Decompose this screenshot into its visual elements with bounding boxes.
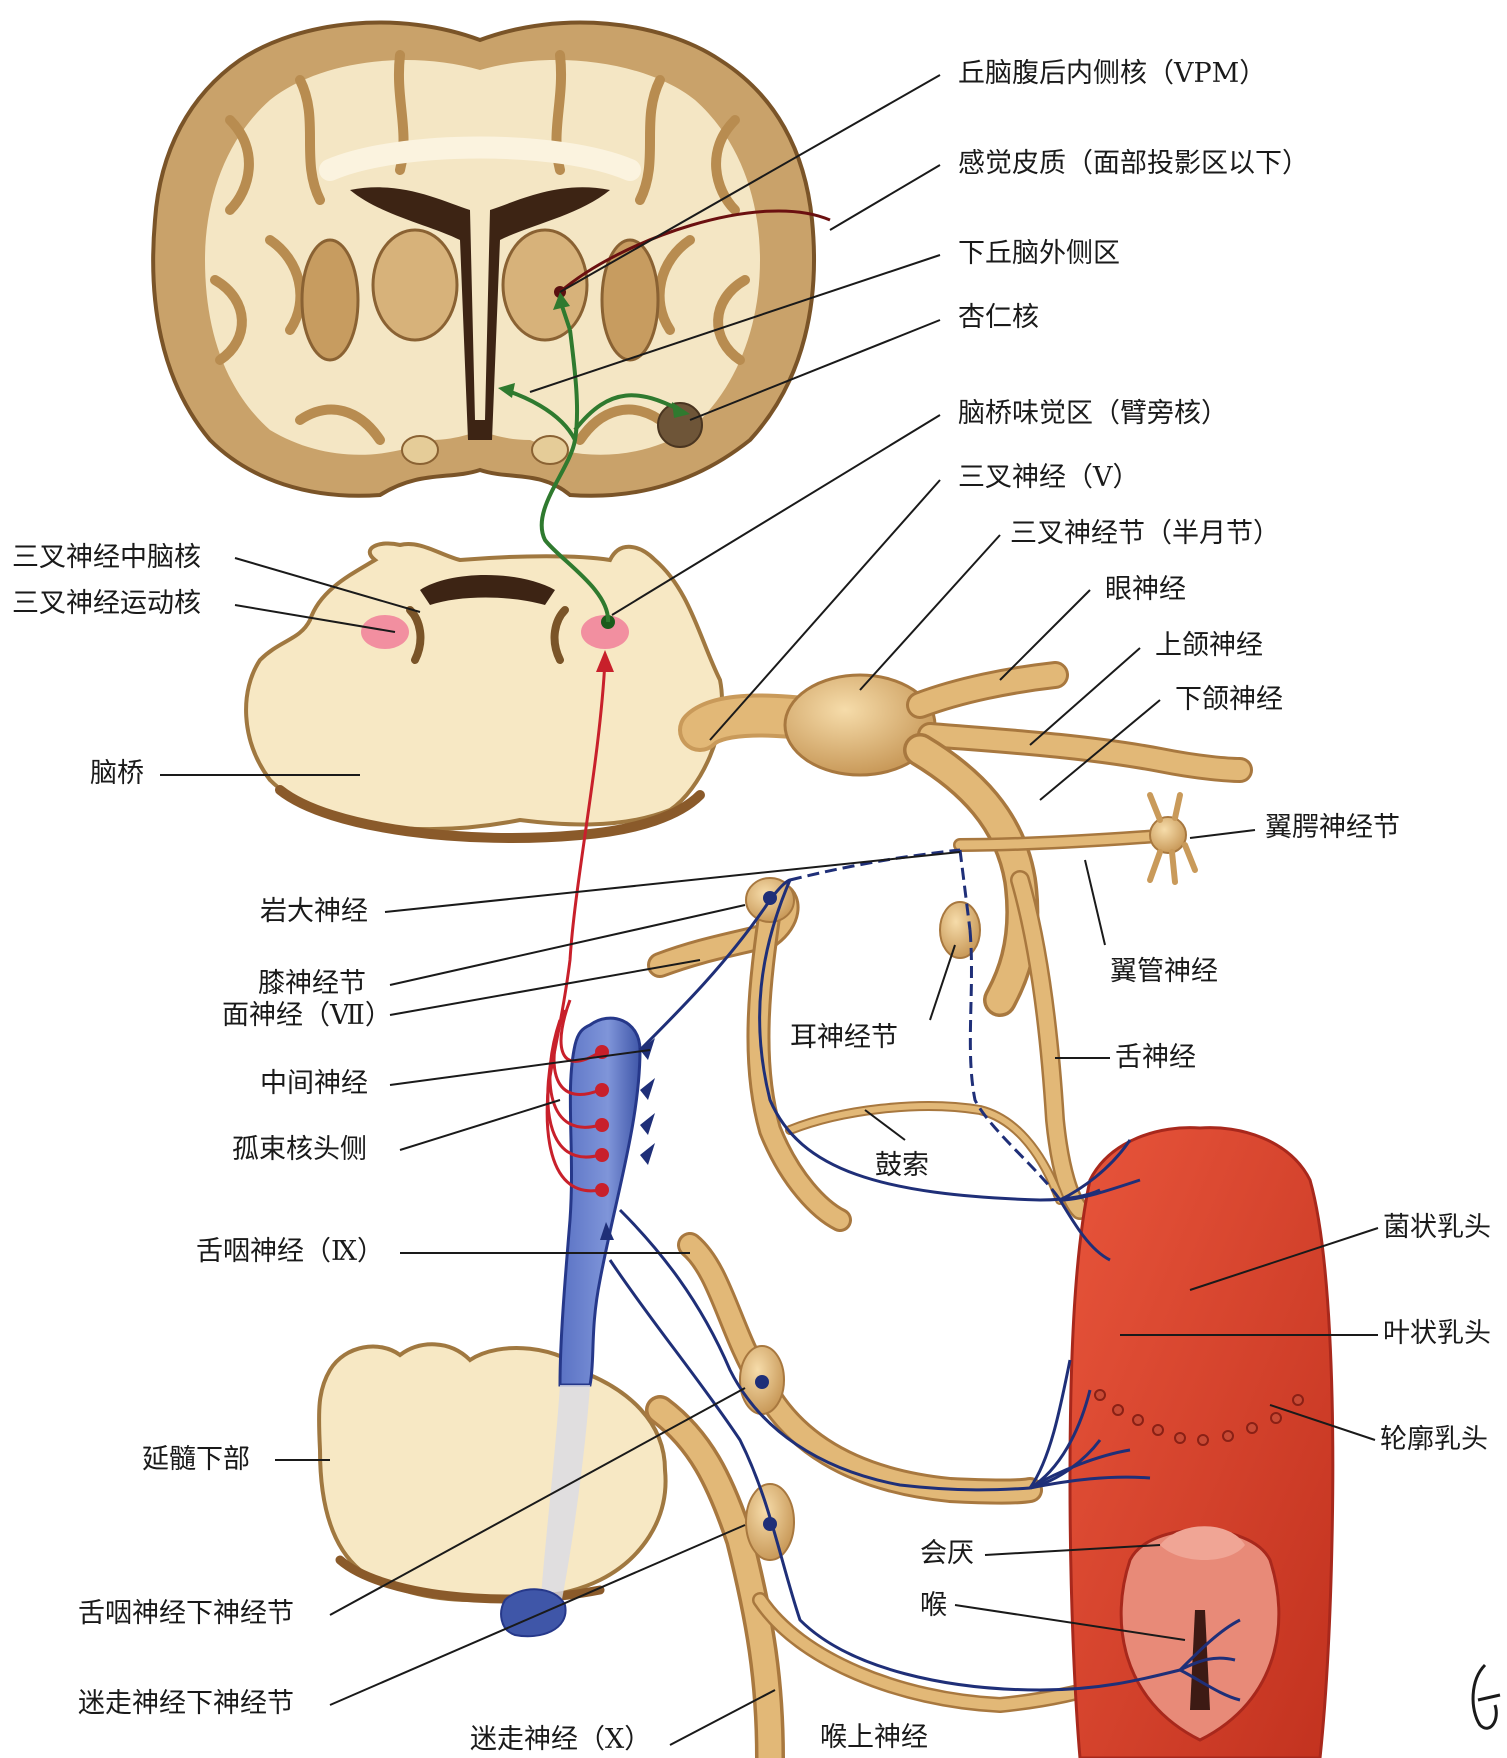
mammillary-right — [532, 436, 568, 464]
motor-nucleus-left — [361, 615, 409, 649]
label-glossopharyngeal: 舌咽神经（Ⅸ） — [196, 1236, 384, 1268]
label-pterygopalatine-ganglion: 翼腭神经节 — [1265, 812, 1400, 844]
label-chorda-tympani: 鼓索 — [875, 1150, 929, 1182]
label-epiglottis: 会厌 — [920, 1538, 974, 1570]
label-lower-medulla: 延髓下部 — [142, 1444, 250, 1476]
pons-section — [246, 543, 722, 838]
label-intermediate-nerve: 中间神经 — [260, 1068, 368, 1100]
label-motor-nucleus: 三叉神经运动核 — [12, 588, 201, 620]
lower-medulla-section — [319, 1344, 666, 1600]
tongue — [1070, 1128, 1333, 1758]
basal-ganglia-left — [302, 240, 358, 360]
artist-signature — [1473, 1665, 1500, 1728]
label-lateral-hypothalamus: 下丘脑外侧区 — [958, 238, 1120, 270]
label-larynx: 喉 — [920, 1590, 947, 1622]
label-superior-laryngeal: 喉上神经 — [820, 1722, 928, 1754]
label-circumvallate: 轮廓乳头 — [1380, 1424, 1488, 1456]
label-geniculate-ganglion: 膝神经节 — [258, 968, 366, 1000]
otic-ganglion-shape — [940, 902, 980, 958]
label-trigeminal-ganglion: 三叉神经节（半月节） — [1010, 518, 1280, 550]
label-pterygoid-canal-nerve: 翼管神经 — [1110, 956, 1218, 988]
label-glossopharyngeal-inferior-ganglion: 舌咽神经下神经节 — [78, 1598, 294, 1630]
label-foliate: 叶状乳头 — [1383, 1318, 1491, 1350]
thalamus-right — [503, 230, 587, 340]
label-fungiform: 菌状乳头 — [1383, 1212, 1491, 1244]
label-trigeminal-nerve: 三叉神经（V） — [958, 462, 1140, 494]
label-greater-petrosal: 岩大神经 — [260, 896, 368, 928]
mammillary-left — [402, 436, 438, 464]
label-pontine-taste: 脑桥味觉区（臂旁核） — [958, 398, 1228, 430]
solitary-column-upper — [560, 1018, 640, 1385]
cranial-nerve-trunks — [660, 1245, 1100, 1758]
label-mandibular-nerve: 下颌神经 — [1175, 684, 1283, 716]
label-otic-ganglion: 耳神经节 — [790, 1022, 898, 1054]
label-vagus-nerve: 迷走神经（X） — [470, 1724, 651, 1756]
medulla-outline — [319, 1344, 666, 1600]
label-vpm: 丘脑腹后内侧核（VPM） — [958, 58, 1266, 90]
label-maxillary-nerve: 上颌神经 — [1155, 630, 1263, 662]
brain-coronal-section — [153, 23, 814, 496]
label-ophthalmic-nerve: 眼神经 — [1105, 574, 1186, 606]
solitary-column-tail — [501, 1589, 565, 1636]
label-facial-nerve: 面神经（Ⅶ） — [222, 1000, 392, 1032]
label-amygdala: 杏仁核 — [958, 302, 1039, 334]
label-sensory-cortex: 感觉皮质（面部投影区以下） — [958, 148, 1309, 180]
facial-nerve-complex — [660, 895, 1060, 1220]
label-lingual-nerve: 舌神经 — [1115, 1042, 1196, 1074]
label-mesencephalic-nucleus: 三叉神经中脑核 — [12, 542, 201, 574]
label-vagus-inferior-ganglion: 迷走神经下神经节 — [78, 1688, 294, 1720]
thalamus-left — [373, 230, 457, 340]
label-pons: 脑桥 — [90, 758, 144, 790]
label-solitary-nucleus: 孤束核头侧 — [232, 1134, 367, 1166]
